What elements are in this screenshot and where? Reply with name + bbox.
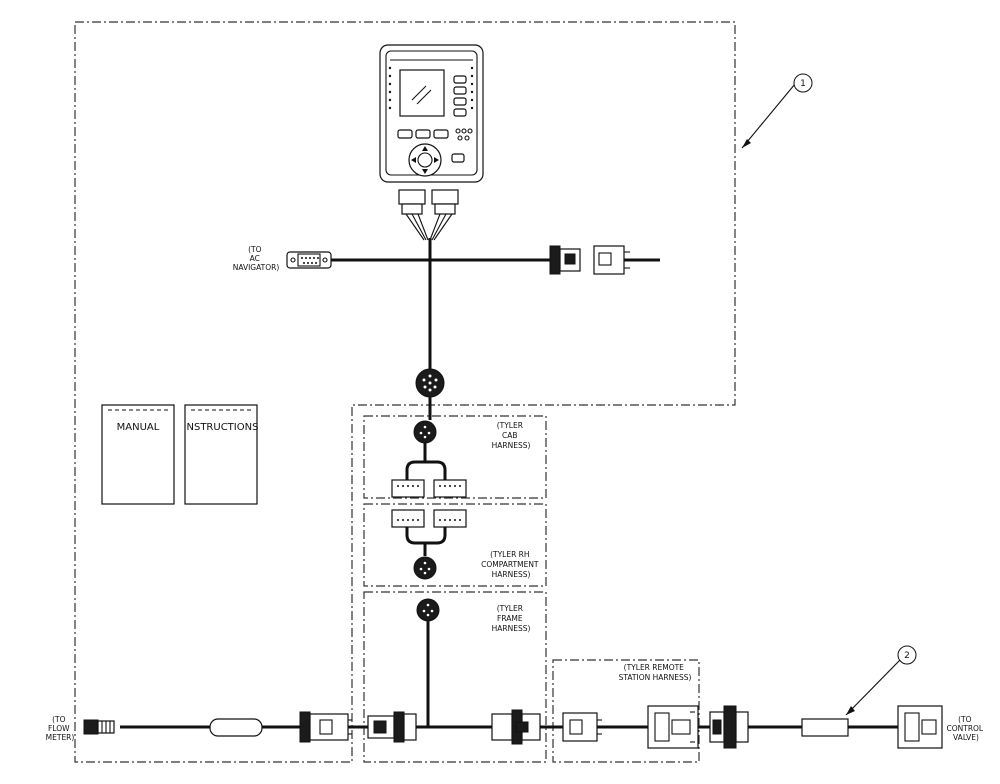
cab-harness-label: (TYLER CAB HARNESS) — [492, 421, 531, 450]
cable-sleeve — [209, 718, 263, 737]
rh-harness-box — [363, 503, 547, 587]
remote-harness-label: (TYLER REMOTE STATION HARNESS) — [619, 663, 692, 682]
control-valve-connector — [897, 705, 943, 749]
callout-2: 2 — [845, 645, 917, 716]
flow-meter-label: (TO FLOW METER) — [46, 715, 75, 742]
callout-1: 1 — [741, 73, 813, 149]
ac-navigator-connector — [286, 251, 332, 269]
rh-harness-label: (TYLER RH COMPARTMENT HARNESS) — [481, 550, 541, 579]
ac-navigator-label: (TO AC NAVIGATOR) — [233, 245, 280, 272]
control-valve-label: (TO CONTROL VALVE) — [946, 715, 985, 742]
cab-harness-box — [363, 415, 547, 499]
round-connector-console — [415, 368, 445, 398]
cab-harness — [391, 420, 467, 498]
inline-module — [801, 718, 849, 737]
svg-text:MANUAL: MANUAL — [117, 422, 160, 433]
frame-harness-label: (TYLER FRAME HARNESS) — [492, 604, 531, 633]
remote-harness-box — [552, 659, 700, 763]
flow-harness-connector — [299, 711, 352, 743]
kit-boundary-1 — [74, 21, 736, 763]
frame-harness — [405, 598, 495, 729]
flow-meter-connector — [83, 719, 115, 735]
instructions-document: INSTRUCTIONS — [184, 404, 259, 505]
remote-left-connector — [562, 712, 602, 742]
svg-text:INSTRUCTIONS: INSTRUCTIONS — [184, 422, 259, 433]
frame-harness-box — [363, 591, 547, 763]
control-harness-connector — [709, 705, 749, 749]
manual-document: MANUAL — [101, 404, 175, 505]
controller-console — [379, 44, 484, 183]
frame-right-connector — [491, 709, 541, 745]
remote-right-connector — [647, 705, 699, 749]
svg-text:2: 2 — [904, 651, 910, 661]
frame-left-connector — [367, 711, 417, 743]
mid-connector-pair — [549, 245, 630, 275]
console-connectors — [398, 189, 459, 241]
main-harness-wire — [330, 238, 660, 420]
svg-text:1: 1 — [800, 79, 806, 89]
rh-compartment-harness — [391, 509, 467, 580]
